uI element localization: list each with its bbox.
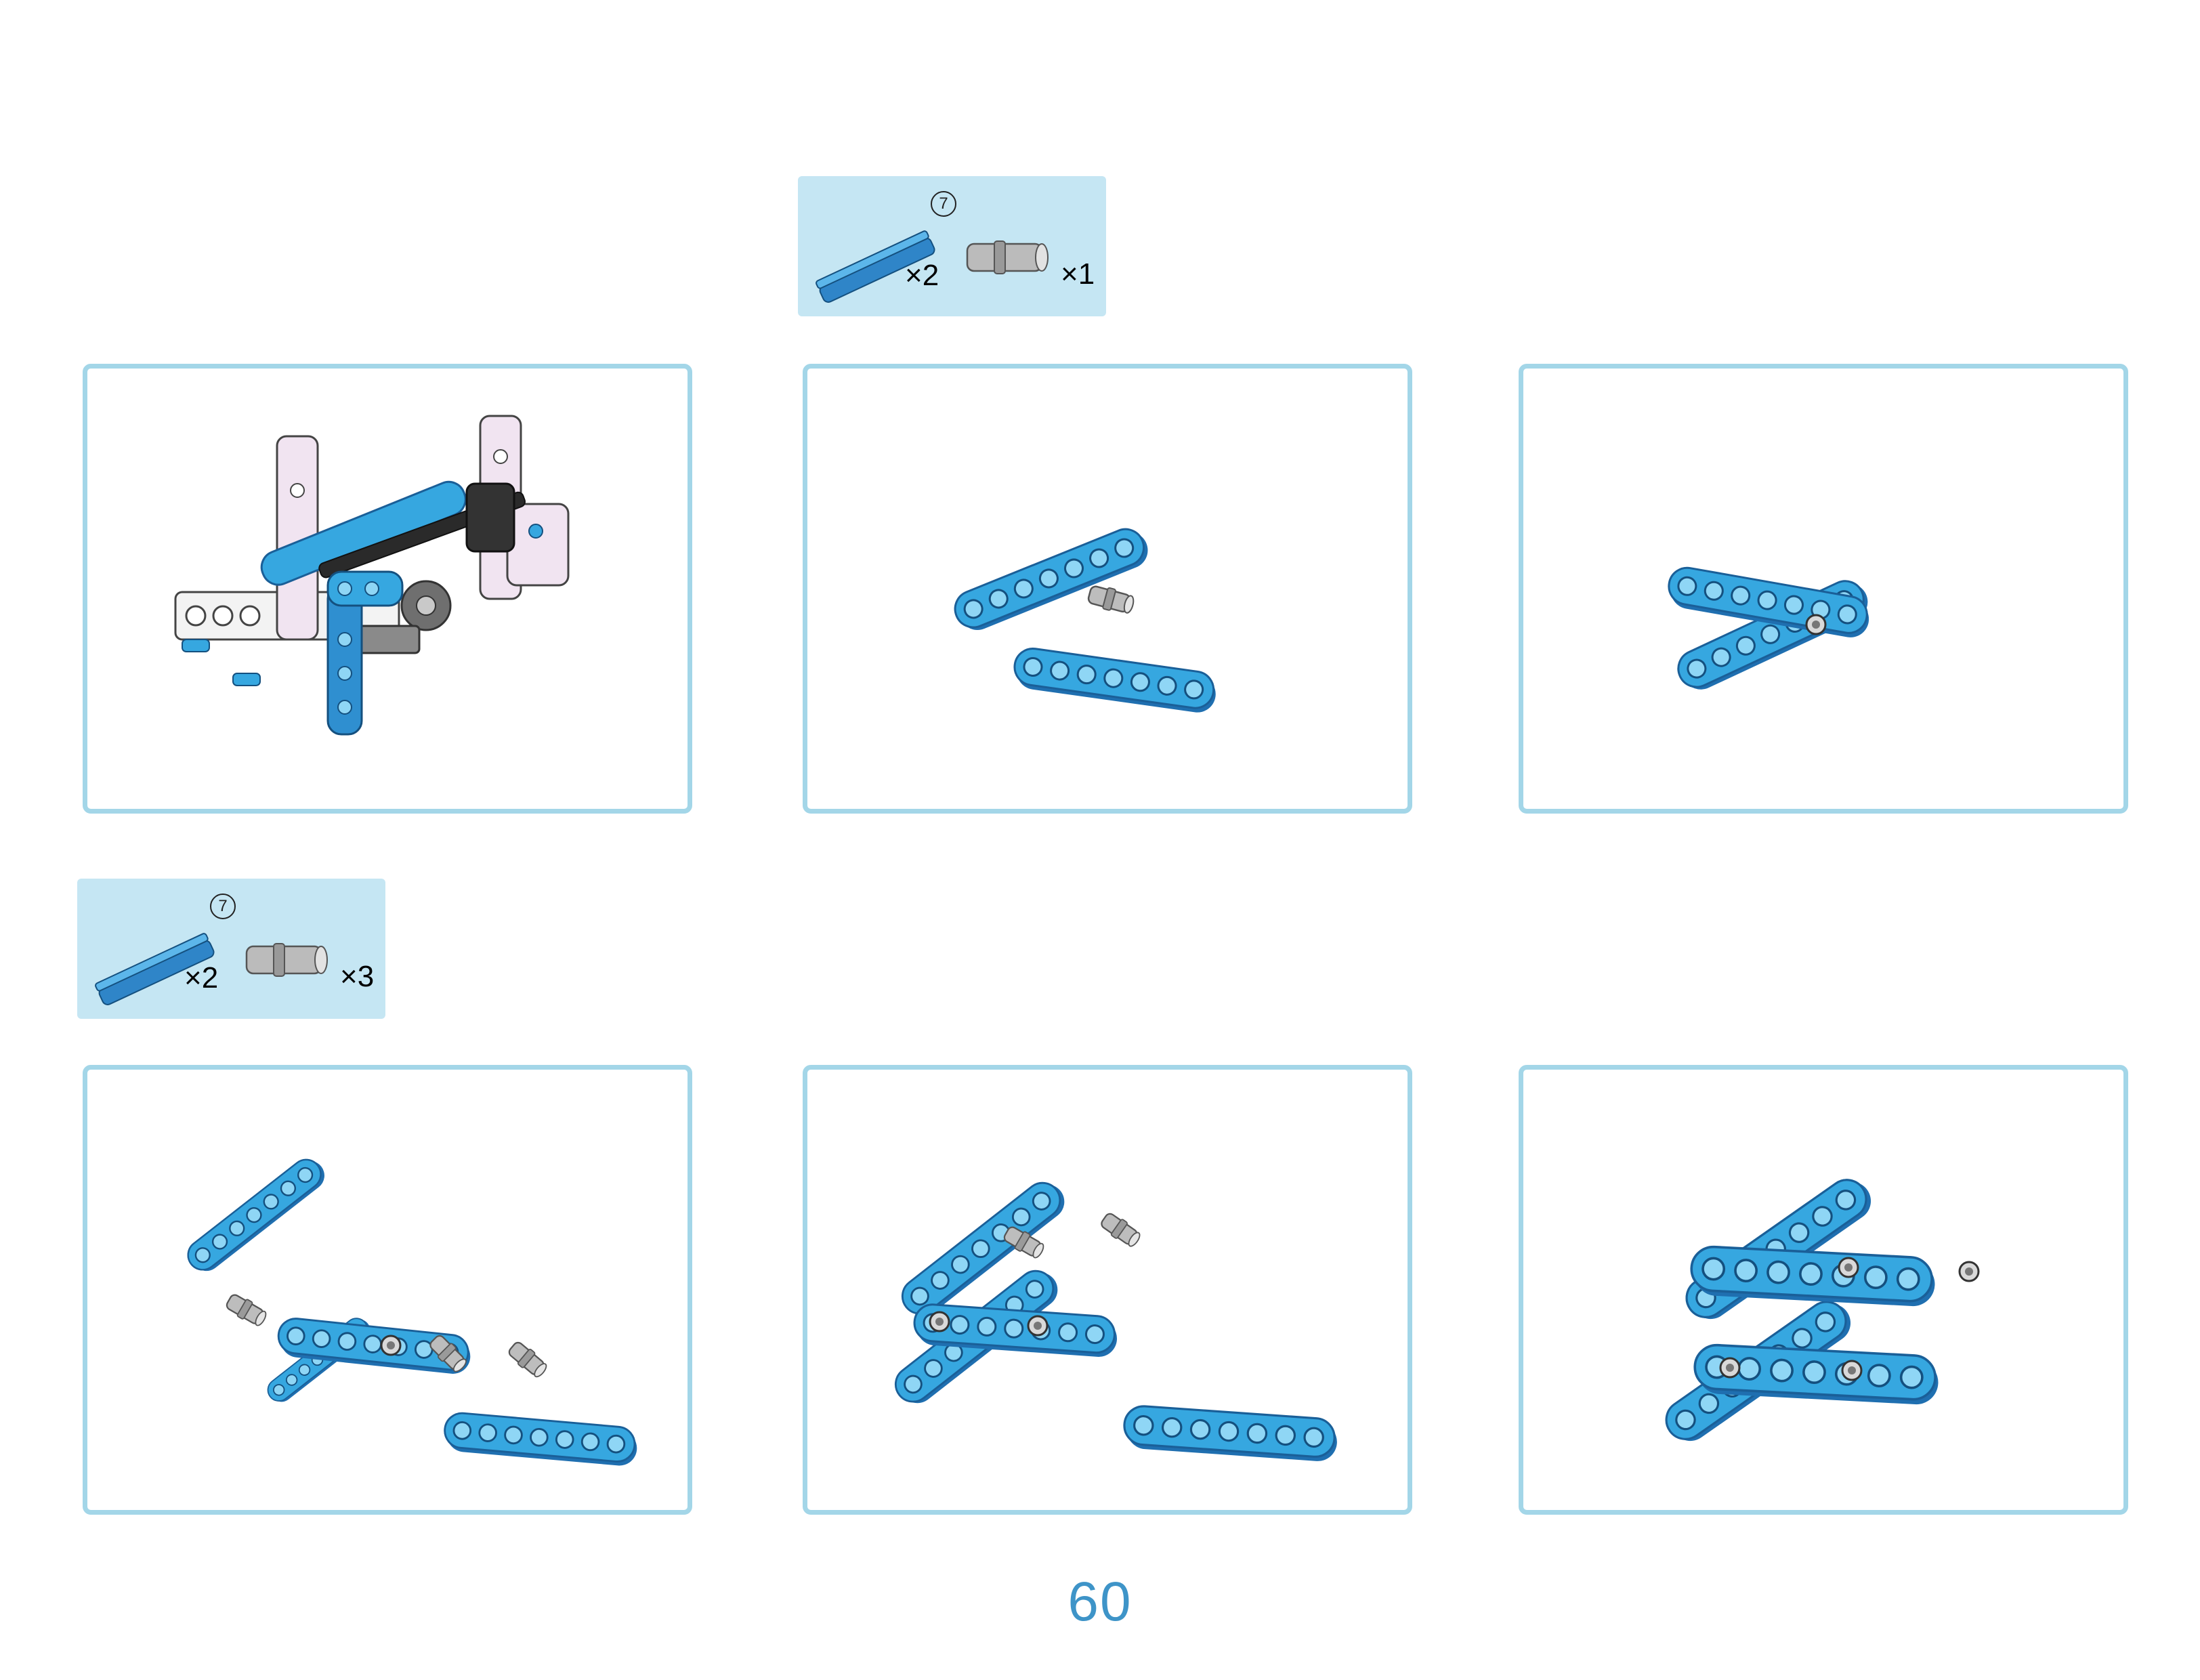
page-number: 60 <box>1067 1571 1133 1633</box>
step-illustration <box>1657 1169 1980 1452</box>
parts-box-top: 7 ×2 ×1 <box>798 176 1106 316</box>
beam-quantity: ×2 <box>905 259 939 292</box>
assembly-illustration <box>174 415 570 736</box>
step-illustration <box>1664 564 1875 698</box>
step-illustration <box>948 522 1220 716</box>
step-illustration <box>887 1173 1340 1464</box>
step-panel-4 <box>83 1065 692 1515</box>
step-panel-5 <box>803 1065 1412 1515</box>
step-panel-2 <box>803 364 1412 814</box>
parts-box-bottom: 7 ×2 ×3 <box>77 879 385 1019</box>
beam-part-icon <box>816 230 1049 303</box>
pin-quantity: ×3 <box>340 960 375 993</box>
beam-size-label: 7 <box>210 894 236 919</box>
step-panel-6 <box>1519 1065 2128 1515</box>
pin-part-icon <box>966 240 1049 274</box>
pin-part-icon <box>245 943 328 977</box>
pin-quantity: ×1 <box>1061 257 1095 291</box>
beam-part-icon <box>95 933 328 1005</box>
step-panel-assembly <box>83 364 692 814</box>
step-illustration <box>181 1152 640 1469</box>
beam-quantity: ×2 <box>184 961 219 994</box>
beam-size-label: 7 <box>931 191 956 217</box>
step-panel-3 <box>1519 364 2128 814</box>
